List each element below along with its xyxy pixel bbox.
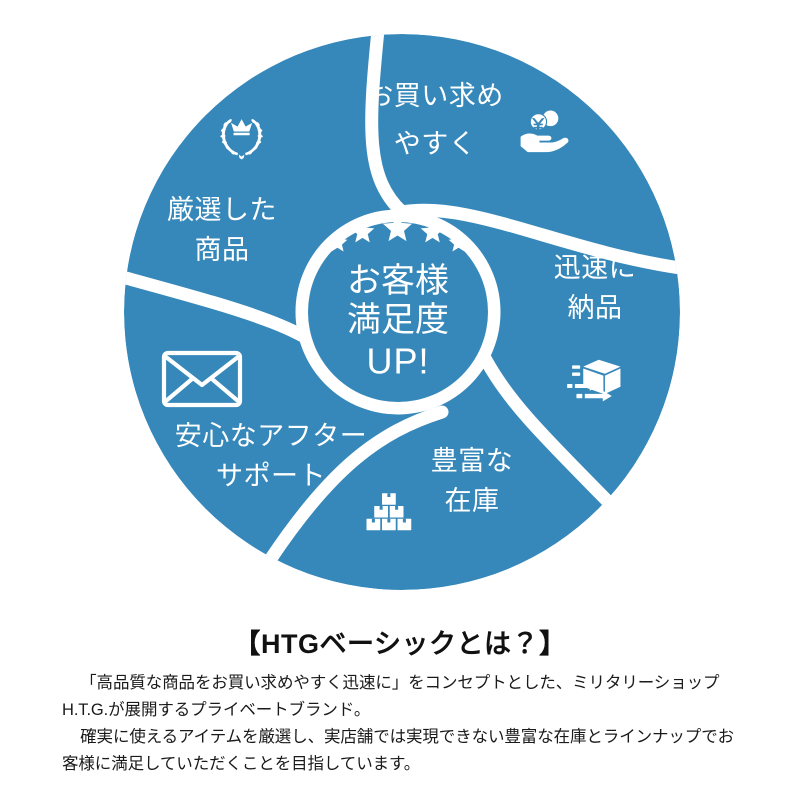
page-title: 【HTGベーシックとは？】	[233, 629, 567, 659]
about-section: 【HTGベーシックとは？】 「高品質な商品をお買い求めやすく迅速に」をコンセプト…	[0, 612, 800, 800]
segment-fast-delivery-line-2: 納品	[568, 293, 623, 323]
about-paragraph-2-text: 確実に使えるアイテムを厳選し、実店舗では実現できない豊富な在庫とラインナップでお…	[62, 727, 734, 773]
stacked-boxes-icon	[366, 493, 412, 531]
segment-fast-delivery[interactable]: 迅速に 納品	[554, 253, 637, 402]
segment-large-stock-line-2: 在庫	[445, 486, 500, 516]
envelope-icon	[161, 350, 243, 408]
aperture-diagram: お客様 満足度 UP! お買い求め やすく 迅速に 納品	[124, 34, 680, 590]
iris-edge-4	[263, 405, 449, 567]
segment-after-support-line-2: サポート	[216, 461, 326, 491]
about-paragraph-1-text: 「高品質な商品をお買い求めやすく迅速に」をコンセプトとした、ミリタリーショップH…	[62, 674, 720, 720]
segment-curated-products-line-1: 厳選した	[167, 195, 277, 225]
segment-curated-products-line-2: 商品	[195, 235, 250, 265]
segment-value-pricing-line-1: お買い求め	[366, 81, 504, 111]
segment-fast-delivery-line-1: 迅速に	[554, 253, 637, 283]
segment-after-support[interactable]: 安心なアフター サポート	[161, 350, 368, 491]
center-line-3: UP!	[366, 341, 429, 382]
about-paragraph-2: 確実に使えるアイテムを厳選し、実店舗では実現できない豊富な在庫とラインナップでお…	[62, 724, 738, 777]
customer-satisfaction-badge: お客様 満足度 UP!	[327, 212, 469, 382]
segment-after-support-line-1: 安心なアフター	[175, 421, 368, 451]
segment-value-pricing-line-2: やすく	[394, 129, 477, 159]
segment-curated-products[interactable]: 厳選した 商品	[167, 119, 277, 266]
segment-large-stock[interactable]: 豊富な 在庫	[366, 446, 514, 531]
iris-edge-2	[395, 203, 680, 275]
fast-shipping-box-icon	[567, 359, 621, 402]
iris-edge-1	[365, 34, 409, 219]
center-disc	[308, 222, 488, 402]
center-line-2: 満足度	[347, 301, 449, 339]
segment-value-pricing[interactable]: お買い求め やすく	[366, 81, 569, 159]
center-line-1: お客様	[347, 262, 449, 300]
about-paragraph-1: 「高品質な商品をお買い求めやすく迅速に」をコンセプトとした、ミリタリーショップH…	[62, 670, 738, 723]
segment-large-stock-line-1: 豊富な	[431, 446, 514, 476]
crown-laurel-icon	[220, 119, 263, 160]
infographic-container: お客様 満足度 UP! お買い求め やすく 迅速に 納品	[124, 34, 680, 590]
iris-blades	[124, 34, 680, 590]
hand-holding-yen-coin-icon	[520, 110, 569, 153]
iris-edge-3	[479, 353, 633, 527]
